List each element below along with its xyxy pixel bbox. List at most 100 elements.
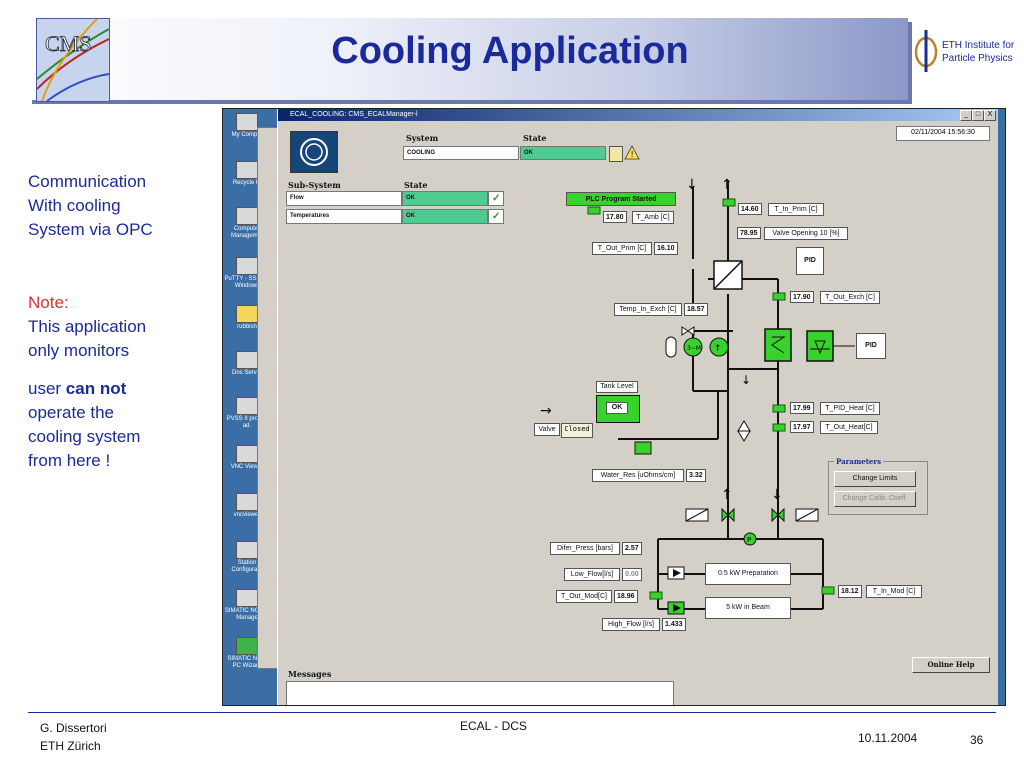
sensor-tag	[649, 591, 663, 600]
arrow-up-icon: ↑	[721, 487, 733, 503]
high-flow-value: 1.433	[662, 618, 686, 631]
t-in-prim-label[interactable]: T_In_Prim [C]	[768, 203, 824, 216]
subsystem-flow-name[interactable]: Flow	[286, 191, 402, 206]
t-in-mod-label[interactable]: T_In_Mod [C]	[866, 585, 922, 598]
t-pid-heat-label[interactable]: T_PID_Heat [C]	[820, 402, 880, 415]
parameters-title: Parameters	[834, 457, 884, 466]
water-res-label[interactable]: Water_Res [uOhms/cm]	[592, 469, 684, 482]
t-pid-heat-value: 17.99	[790, 402, 814, 414]
sensor-tag	[772, 423, 786, 432]
high-flow-label[interactable]: High_Flow [l/s]	[602, 618, 660, 631]
t-out-prim-label[interactable]: T_Out_Prim [C]	[592, 242, 652, 255]
t-out-prim-value: 16.10	[654, 242, 678, 255]
water-res-value: 3.32	[686, 469, 706, 482]
subsystem-state-header: State	[404, 180, 428, 190]
temp-in-exch-label[interactable]: Temp_In_Exch [C]	[614, 303, 682, 316]
valve-icon	[721, 507, 735, 523]
communication-note: Communication With cooling System via OP…	[28, 170, 153, 242]
flow-check-icon: ✓	[488, 191, 504, 206]
note-line: With cooling	[28, 196, 121, 215]
process-diagram: ↑ ↓ ↓ ↑ ↓ → ↑ 3~M	[540, 177, 855, 615]
t-amb-label[interactable]: T_Amb [C]	[632, 211, 674, 224]
svg-text:!: !	[631, 150, 634, 159]
application-screenshot: My Comput Recycle Bi Computer Managemer …	[222, 108, 1006, 706]
change-calib-button[interactable]: Change Calib. Coeff.	[834, 491, 916, 507]
maximize-button[interactable]: □	[972, 110, 984, 121]
filter-icon	[665, 336, 677, 358]
valve-icon	[771, 507, 785, 523]
t-amb-value: 17.80	[603, 211, 627, 223]
note-line: System via OPC	[28, 220, 153, 239]
desktop-icon[interactable]: PVSS II project ad.	[223, 397, 271, 430]
desktop-icon[interactable]: PuTTY - SSH for Windows	[223, 257, 271, 290]
tank-level-value: OK	[606, 402, 628, 414]
tank-icon	[596, 395, 640, 423]
pid-box: PID	[856, 333, 886, 359]
plc-status: PLC Program Started	[566, 192, 676, 206]
footer-institute: ETH Zürich	[40, 739, 101, 753]
note-label: Note:	[28, 293, 69, 312]
note-user-emph: can not	[65, 379, 127, 398]
subsystem-temperatures-name[interactable]: Temperatures	[286, 209, 402, 224]
note-user-prefix: user	[28, 379, 66, 398]
t-in-mod-value: 18.12	[838, 585, 862, 598]
subsystem-flow-state: OK	[402, 191, 488, 206]
note-line: only monitors	[28, 341, 130, 360]
note-line: cooling system	[28, 427, 141, 446]
state-header: State	[523, 133, 547, 143]
t-out-heat-value: 17.97	[790, 421, 814, 433]
subsystem-header: Sub-System	[288, 180, 341, 190]
note-user-line: user can not	[28, 377, 146, 401]
desktop-icon[interactable]: My Comput	[223, 113, 271, 139]
valve-opening-label[interactable]: Valve Opening 10 [%]	[764, 227, 848, 240]
sensor-tag	[772, 292, 786, 301]
difer-press-value: 2.57	[622, 542, 642, 555]
t-out-mod-label[interactable]: T_Out_Mod[C]	[556, 590, 612, 603]
minimize-button[interactable]: _	[960, 110, 972, 121]
note-line: Communication	[28, 172, 147, 191]
t-out-exch-label[interactable]: T_Out_Exch [C]	[820, 291, 880, 304]
valve-opening-value: 78.95	[737, 227, 761, 239]
arrow-down-icon: ↓	[686, 177, 698, 193]
heater-icon	[764, 328, 792, 362]
datetime-display: 02/11/2004 15:56:30	[896, 126, 990, 141]
simatic-wizard-icon	[236, 637, 258, 655]
app-titlebar: ECAL_COOLING: CMS_ECALManager-l	[278, 109, 998, 121]
t-out-exch-value: 17.90	[790, 291, 814, 303]
change-limits-button[interactable]: Change Limits	[834, 471, 916, 487]
thyristor-icon	[806, 330, 834, 362]
warning-icon[interactable]: !	[624, 144, 640, 160]
sensor-tag	[587, 206, 601, 215]
online-help-button[interactable]: Online Help	[912, 657, 990, 673]
close-button[interactable]: X	[984, 110, 996, 121]
low-flow-value: 0.00	[622, 568, 642, 581]
pump-icon	[709, 337, 729, 357]
difer-press-label[interactable]: Difer_Press [bars]	[550, 542, 620, 555]
tank-level-label: Tank Level	[596, 381, 638, 393]
vncviewer-icon	[236, 493, 258, 511]
cms-logo: CMS	[36, 18, 110, 102]
low-flow-label[interactable]: Low_Flow[l/s]	[564, 568, 620, 581]
system-header: System	[406, 133, 439, 143]
pump-p-icon	[743, 532, 757, 546]
sensor-tag	[722, 198, 736, 207]
temp-in-exch-value: 18.57	[684, 303, 708, 316]
simatic-manager-icon	[236, 589, 258, 607]
lock-icon[interactable]	[609, 146, 623, 162]
footer-center: ECAL - DCS	[460, 719, 527, 733]
pump-arrow-icon: ↑	[714, 344, 722, 354]
check-valve-icon	[681, 326, 695, 336]
flow-arrow-icon	[634, 441, 652, 455]
eth-logo-line1: ETH Institute for	[942, 40, 1015, 51]
messages-box[interactable]	[286, 681, 674, 705]
arrow-up-icon: ↑	[721, 177, 733, 193]
sensor-tag	[821, 586, 835, 595]
preparation-module: 0.5 kW Preparation	[705, 563, 791, 585]
footer-date: 10.11.2004	[858, 731, 918, 745]
valve-label: Valve	[534, 423, 560, 436]
title-bar	[28, 18, 908, 100]
pump-p-label: P	[747, 536, 751, 544]
t-in-prim-value: 14.60	[738, 203, 762, 215]
system-name-field: COOLING	[403, 146, 519, 160]
t-out-heat-label[interactable]: T_Out_Heat[C]	[820, 421, 878, 434]
